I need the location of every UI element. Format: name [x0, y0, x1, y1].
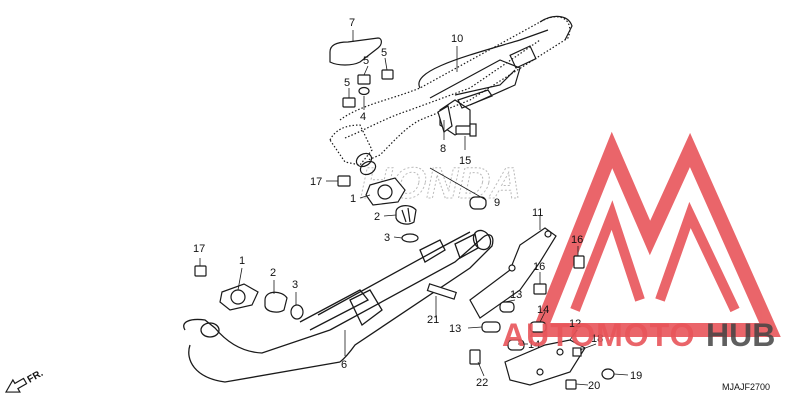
watermark-automoto: AUTOMOTO	[502, 317, 695, 353]
arrow-icon	[4, 377, 28, 393]
gasket-1-lower	[219, 283, 259, 311]
label-5b: 5	[381, 47, 387, 59]
label-7: 7	[349, 17, 355, 29]
header-elbow	[355, 152, 377, 176]
label-8: 8	[440, 143, 446, 155]
label-21: 21	[427, 314, 439, 326]
bolt-8-15	[437, 105, 477, 137]
front-direction-arrow: FR.	[4, 368, 46, 393]
label-3-upper: 3	[384, 232, 390, 244]
label-14b: 14	[528, 339, 540, 351]
label-11: 11	[532, 207, 543, 219]
ring-3-lower	[290, 304, 304, 320]
label-5a: 5	[363, 55, 369, 67]
nut-17-upper	[337, 175, 351, 187]
collar-13b	[481, 321, 501, 333]
label-17-lower: 17	[193, 243, 205, 255]
label-1-lower: 1	[239, 255, 245, 267]
label-19: 19	[630, 370, 642, 382]
label-9: 9	[494, 197, 500, 209]
label-13a: 13	[510, 289, 522, 301]
direction-label: FR.	[26, 368, 46, 386]
label-2-upper: 2	[374, 211, 380, 223]
label-14a: 14	[537, 304, 549, 316]
label-17-upper: 17	[310, 176, 322, 188]
collar-2-lower	[264, 291, 288, 313]
nut-17-lower	[194, 265, 207, 277]
clip-5a	[357, 74, 371, 85]
label-16b: 16	[533, 261, 545, 273]
leader-lines	[199, 30, 629, 386]
nut-16b	[533, 283, 547, 295]
bolt-22	[469, 349, 481, 365]
watermark-text: AUTOMOTO HUB	[502, 317, 775, 353]
clip-parts	[342, 69, 394, 108]
watermark-logo	[529, 131, 781, 337]
label-16a: 16	[571, 234, 583, 246]
watermark-inner-mark-2	[655, 201, 740, 313]
bracket-12	[504, 339, 586, 386]
lower-muffler-6	[183, 229, 494, 383]
gasket-1-upper	[365, 177, 406, 206]
collar-14b	[507, 339, 525, 351]
label-13b: 13	[449, 323, 461, 335]
watermark-inner-mark	[570, 200, 645, 312]
nut-19	[601, 368, 615, 380]
label-18: 18	[591, 333, 603, 345]
label-5c: 5	[344, 77, 350, 89]
callout-labels: 7 10 5 5 5 4 8 15 17 1 2 3 9 17 1 2 3 6 …	[193, 17, 642, 392]
washer-18	[572, 347, 582, 357]
ring-3-upper	[401, 233, 419, 243]
collar-4	[358, 86, 370, 96]
label-10: 10	[451, 33, 463, 45]
label-15: 15	[459, 155, 471, 167]
collar-14a	[529, 321, 547, 333]
diagram-code: MJAJF2700	[722, 382, 770, 392]
bolt-21	[426, 283, 457, 300]
heat-shield-7	[329, 37, 382, 66]
clip-5c	[342, 97, 356, 108]
watermark-triangle	[529, 131, 781, 337]
bolt-16a	[573, 255, 585, 269]
label-12: 12	[569, 318, 581, 330]
collar-13a	[499, 301, 515, 313]
nut-20	[565, 379, 577, 390]
collar-2-upper	[395, 205, 417, 225]
label-6: 6	[341, 359, 347, 371]
hardware-bolts	[426, 255, 615, 390]
bracket-11	[469, 227, 557, 319]
clip-5b	[381, 69, 394, 80]
label-2-lower: 2	[270, 267, 276, 279]
label-3-lower: 3	[292, 279, 298, 291]
label-1-upper: 1	[350, 193, 356, 205]
label-20: 20	[588, 380, 600, 392]
label-22: 22	[476, 377, 488, 389]
label-4: 4	[360, 111, 366, 123]
watermark-hub: HUB	[706, 317, 775, 353]
